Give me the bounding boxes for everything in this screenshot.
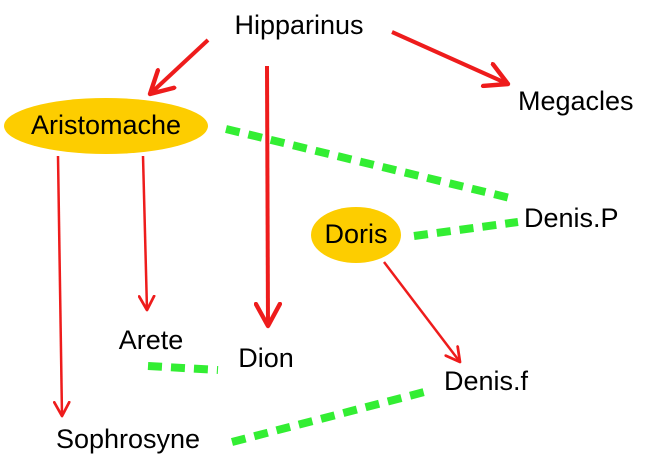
node-denis-p: Denis.P bbox=[524, 203, 619, 233]
node-arete: Arete bbox=[119, 325, 184, 355]
node-dion-label: Dion bbox=[238, 343, 294, 373]
nodes-layer: Hipparinus Megacles Aristomache Denis.P … bbox=[4, 10, 634, 454]
edge-aristomache-sophrosyne bbox=[58, 155, 62, 416]
edge-arete-dion bbox=[147, 362, 219, 374]
edge-hipparinus-megacles bbox=[391, 30, 508, 84]
node-aristomache-highlight bbox=[4, 98, 208, 154]
node-aristomache-label: Aristomache bbox=[31, 110, 181, 140]
edge-aristomache-denis-p bbox=[225, 125, 511, 202]
node-doris-highlight bbox=[311, 207, 401, 263]
edge-sophrosyne-denis-f bbox=[230, 386, 434, 446]
node-dion: Dion bbox=[238, 343, 294, 373]
edge-doris-denis-p bbox=[413, 218, 519, 240]
node-megacles-label: Megacles bbox=[518, 86, 634, 116]
node-megacles: Megacles bbox=[518, 86, 634, 116]
node-sophrosyne: Sophrosyne bbox=[56, 424, 200, 454]
node-hipparinus: Hipparinus bbox=[234, 10, 363, 40]
edge-aristomache-arete bbox=[143, 155, 147, 310]
edge-doris-denis-f bbox=[383, 261, 460, 362]
node-hipparinus-label: Hipparinus bbox=[234, 10, 363, 40]
node-arete-label: Arete bbox=[119, 325, 184, 355]
edges-layer bbox=[58, 30, 519, 446]
node-doris: Doris bbox=[311, 207, 401, 263]
node-denis-f-label: Denis.f bbox=[444, 366, 529, 396]
node-doris-label: Doris bbox=[324, 219, 387, 249]
node-denis-f: Denis.f bbox=[444, 366, 529, 396]
node-aristomache: Aristomache bbox=[4, 98, 208, 154]
node-denis-p-label: Denis.P bbox=[524, 203, 619, 233]
node-sophrosyne-label: Sophrosyne bbox=[56, 424, 200, 454]
edge-hipparinus-dion bbox=[267, 65, 268, 326]
edge-hipparinus-aristomache bbox=[150, 38, 210, 94]
